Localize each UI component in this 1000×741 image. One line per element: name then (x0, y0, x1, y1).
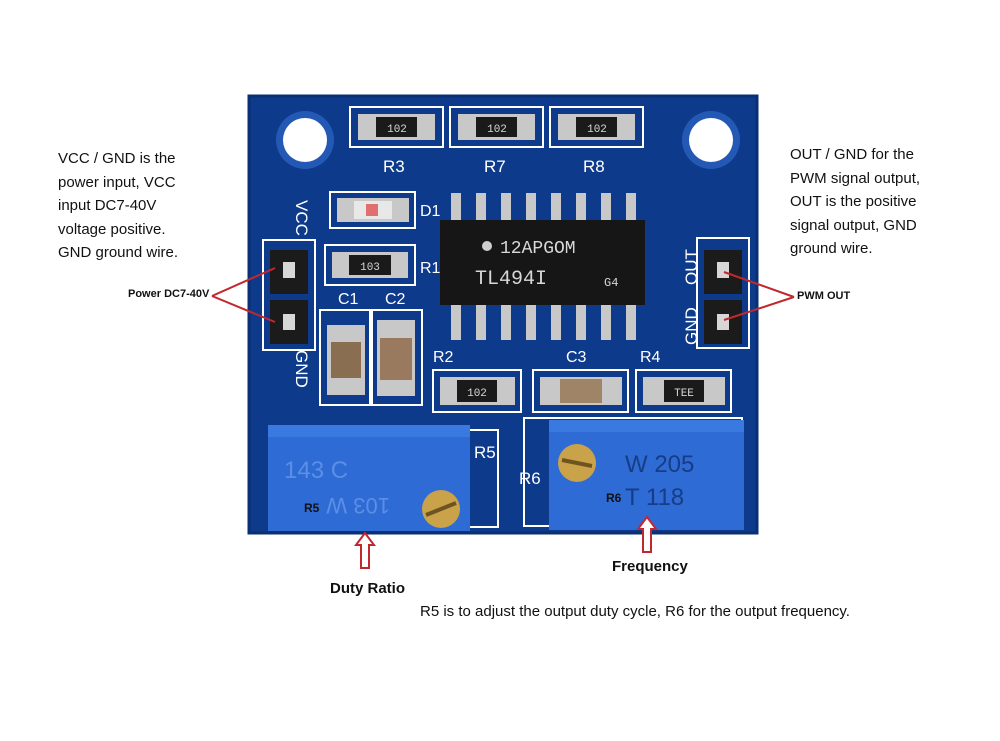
pot-r5-line1: 143 C (284, 457, 348, 484)
pot-r6-line1: W 205 (625, 451, 694, 478)
pot-r5-label: R5 (304, 501, 320, 515)
silk-gnd-right: GND (682, 307, 701, 345)
silk-r8: R8 (583, 157, 605, 176)
resistor-r2-code: 102 (467, 388, 487, 400)
silk-r1: R1 (420, 260, 441, 277)
pot-r6-line2: T 118 (625, 484, 684, 511)
silk-r6: R6 (519, 469, 541, 488)
silk-r4: R4 (640, 349, 661, 366)
callout-power-lines (211, 267, 276, 323)
capacitor-c1 (327, 325, 365, 395)
header-pwm-pins (704, 250, 742, 344)
resistor-r7: 102 (458, 114, 535, 140)
resistor-r1: 103 (332, 252, 408, 278)
resistor-r2: 102 (440, 377, 515, 405)
potentiometer-r5: 143 C 103 W R5 (268, 425, 470, 531)
resistor-r7-code: 102 (487, 124, 507, 136)
callout-pwm-lines (723, 271, 795, 321)
resistor-r3: 102 (358, 114, 435, 140)
resistor-r3-code: 102 (387, 124, 407, 136)
duty-ratio-label: Duty Ratio (330, 580, 405, 597)
silk-r3: R3 (383, 157, 405, 176)
frequency-label: Frequency (612, 558, 688, 575)
callout-power-label: Power DC7-40V (128, 288, 210, 300)
note-power-input: VCC / GND is the power input, VCC input … (58, 150, 179, 261)
silk-vcc: VCC (292, 200, 311, 236)
note-pwm-output: OUT / GND for the PWM signal output, OUT… (790, 146, 921, 257)
pot-r5-line2: 103 W (326, 493, 390, 518)
silk-d1: D1 (420, 203, 441, 220)
header-power-pins (270, 250, 308, 344)
resistor-r8: 102 (558, 114, 635, 140)
resistor-r1-code: 103 (360, 262, 380, 274)
arrow-duty-icon (354, 531, 376, 569)
potentiometer-r6: W 205 T 118 R6 (549, 420, 744, 530)
silk-r2: R2 (433, 349, 454, 366)
silk-c1: C1 (338, 291, 359, 308)
silk-c2: C2 (385, 291, 406, 308)
capacitor-c2 (377, 320, 415, 396)
led-d1 (337, 198, 409, 222)
resistor-r8-code: 102 (587, 124, 607, 136)
silk-c3: C3 (566, 349, 587, 366)
ic-line2: TL494I (475, 268, 547, 291)
mounting-hole-left (276, 111, 334, 169)
silk-r7: R7 (484, 157, 506, 176)
silk-gnd-left: GND (292, 350, 311, 388)
silk-r5: R5 (474, 443, 496, 462)
ic-pins (451, 193, 636, 340)
mounting-hole-right (682, 111, 740, 169)
resistor-r4: TEE (643, 377, 725, 405)
caption-text: R5 is to adjust the output duty cycle, R… (420, 603, 850, 620)
silk-out: OUT (682, 249, 701, 285)
resistor-r4-code: TEE (674, 388, 694, 400)
pot-r6-label: R6 (606, 491, 622, 505)
capacitor-c3 (540, 377, 622, 405)
ic-suffix: G4 (604, 276, 618, 290)
callout-pwm-label: PWM OUT (797, 290, 851, 302)
ic-tl494: 12APGOM TL494I G4 (440, 220, 645, 305)
ic-line1: 12APGOM (500, 239, 576, 259)
arrow-frequency-icon (636, 515, 658, 553)
